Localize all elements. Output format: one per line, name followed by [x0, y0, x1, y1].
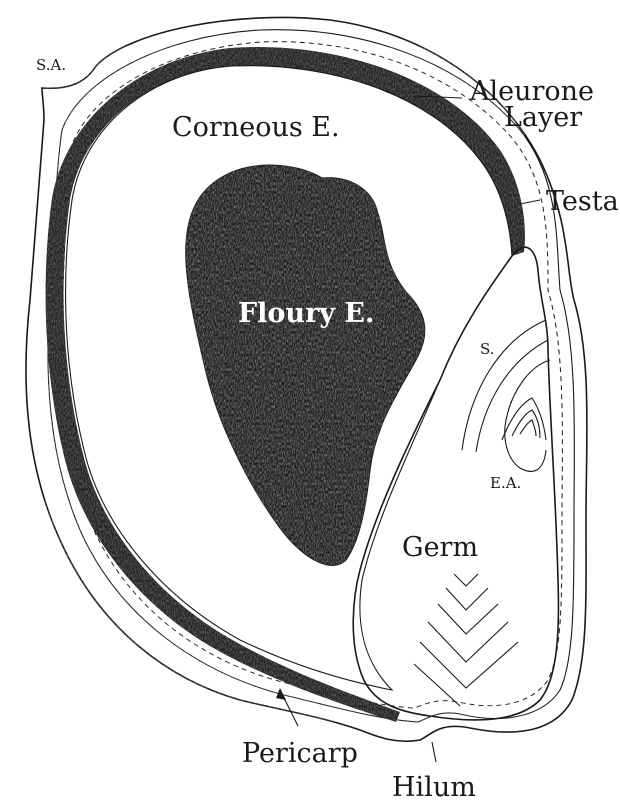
- pericarp-arrowhead: [276, 688, 286, 700]
- scutellum-curve-outer: [462, 320, 546, 450]
- label-layer: Layer: [504, 102, 582, 133]
- floury-endosperm: [180, 160, 440, 580]
- label-embryonic-axis: E.A.: [490, 474, 521, 492]
- label-hilum: Hilum: [392, 772, 476, 803]
- label-pericarp: Pericarp: [242, 738, 358, 769]
- label-scutellum: S.: [480, 340, 495, 358]
- germ-chevrons: [414, 574, 518, 706]
- label-corneous: Corneous E.: [172, 112, 340, 143]
- label-germ: Germ: [402, 532, 478, 563]
- testa-leader: [520, 200, 540, 204]
- label-testa: Testa: [546, 186, 619, 217]
- label-floury: Floury E.: [238, 298, 374, 329]
- hilum-leader: [432, 742, 436, 762]
- embryonic-axis-curve: [505, 360, 550, 471]
- label-sa: S.A.: [36, 56, 66, 74]
- embryonic-axis-chevrons: [502, 398, 546, 440]
